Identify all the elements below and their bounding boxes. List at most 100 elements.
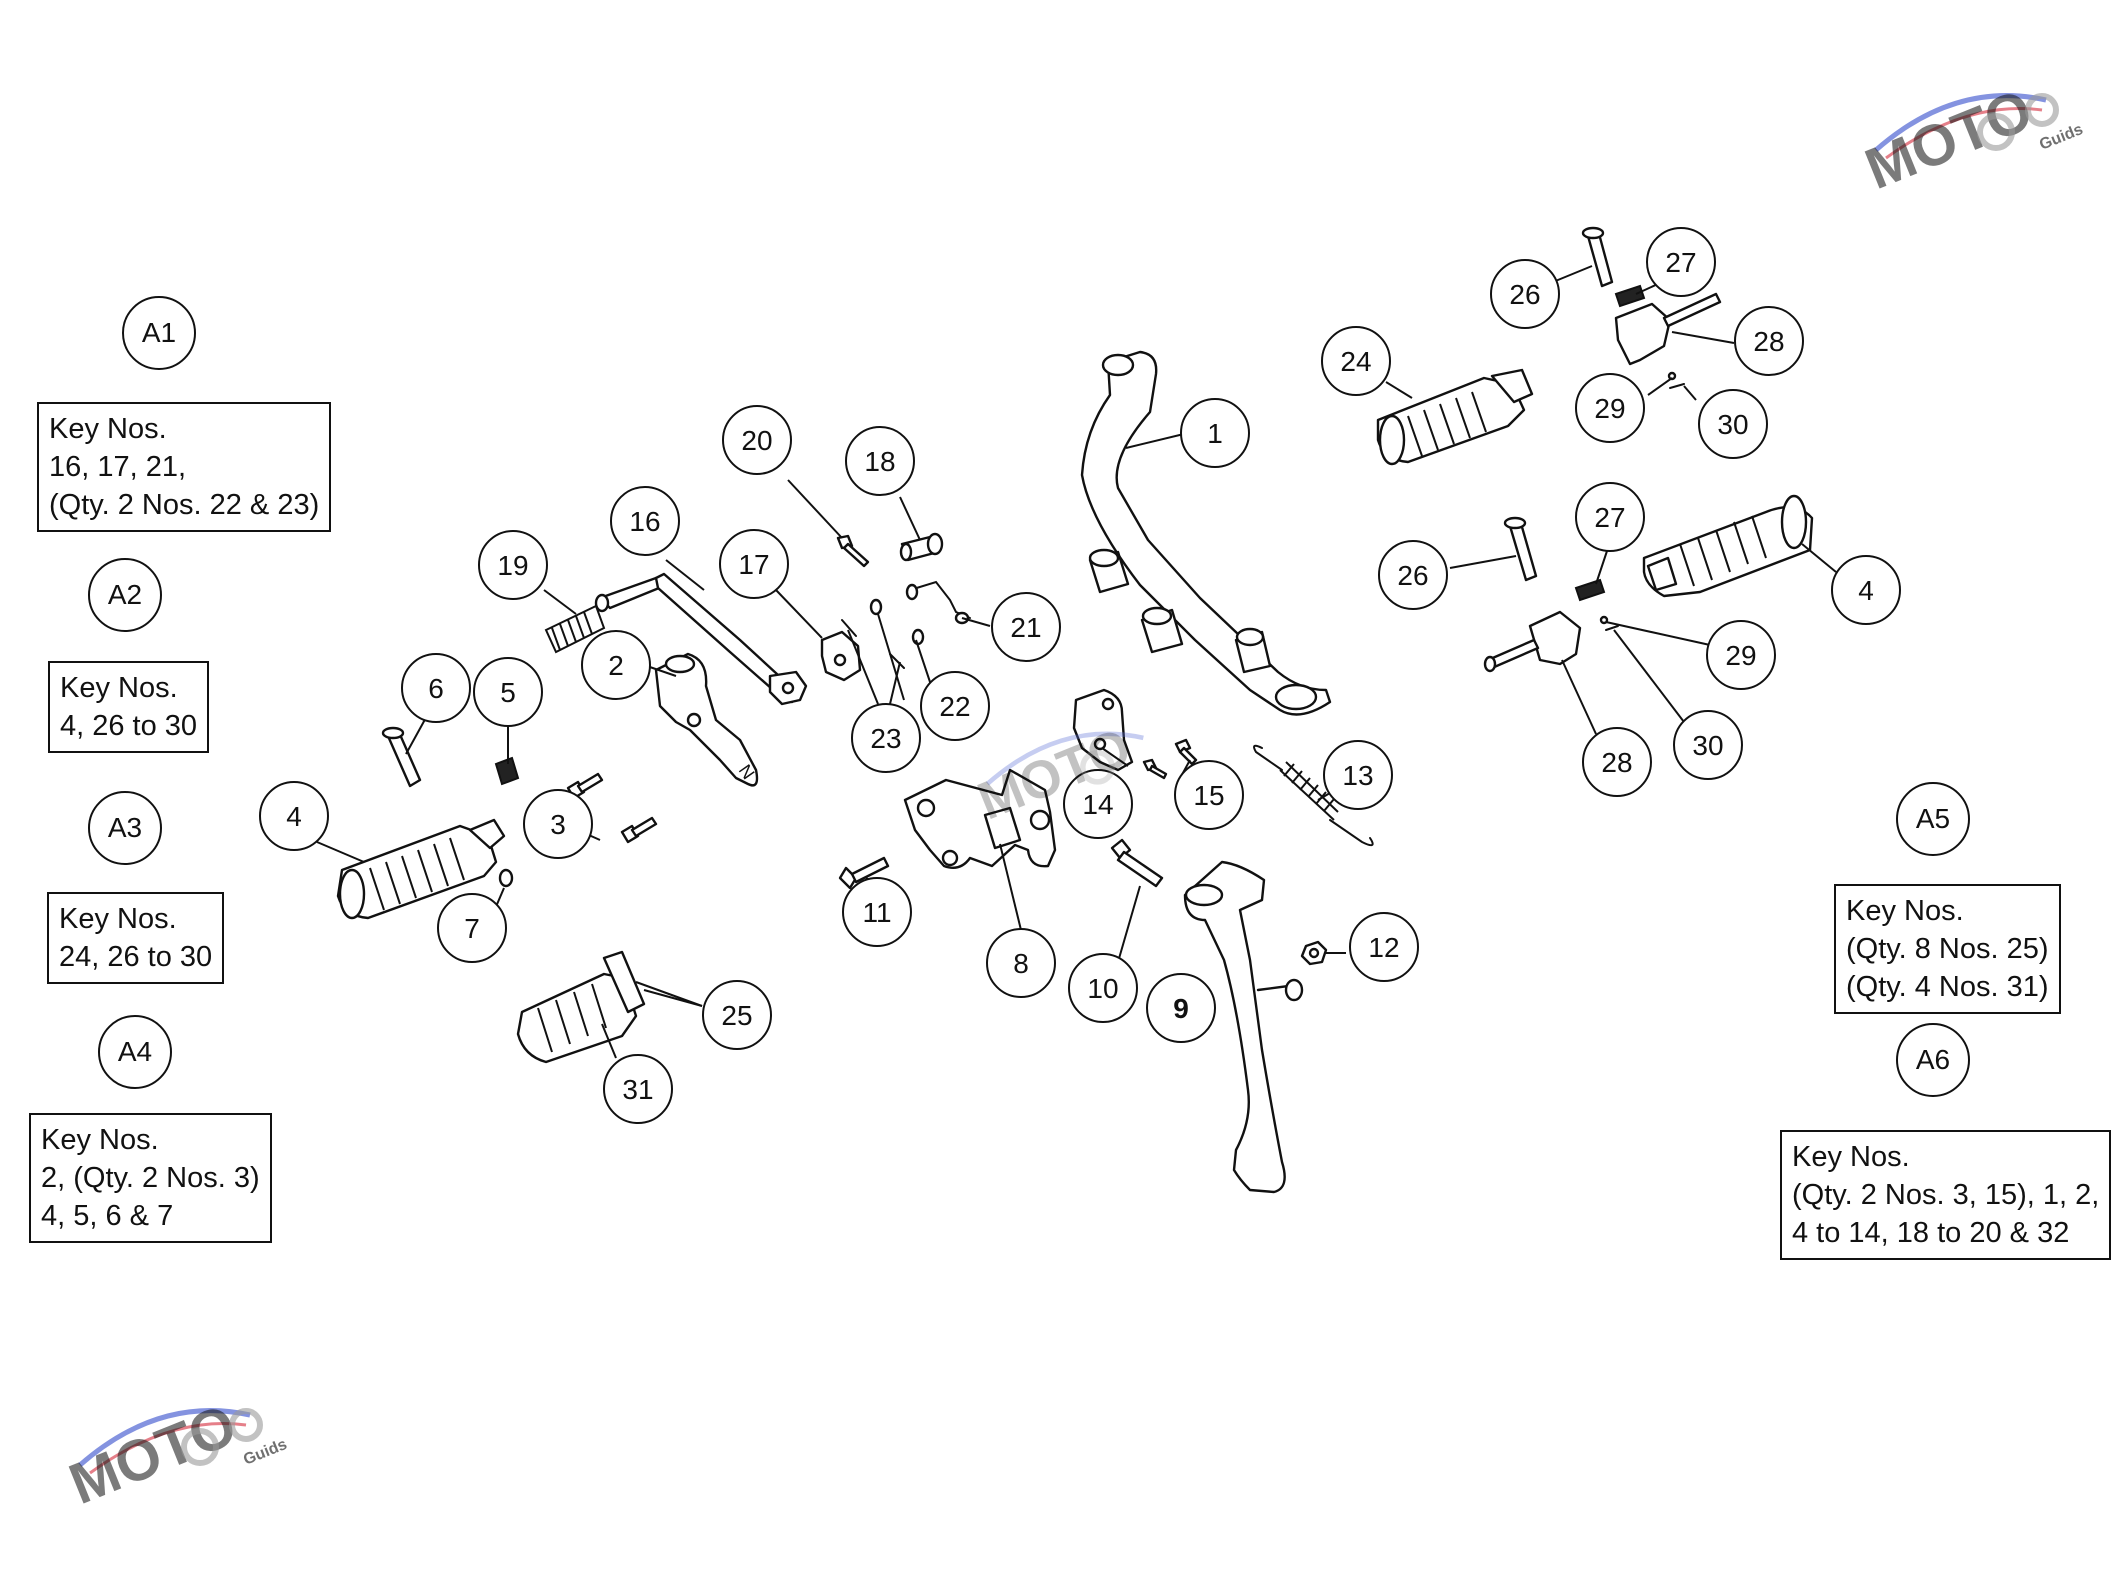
callout-circle: [1146, 973, 1216, 1043]
callout-number: 31: [622, 1074, 653, 1105]
callout-4: 4: [1831, 555, 1901, 625]
callout-number: 26: [1509, 279, 1540, 310]
watermark-logo-center: MOTO: [970, 717, 1144, 832]
kit-a5-line: (Qty. 4 Nos. 31): [1846, 971, 2049, 1003]
callout-circle: [401, 653, 471, 723]
callout-circle: [1180, 398, 1250, 468]
callout-circle: [478, 530, 548, 600]
kit-a5-line: Key Nos.: [1846, 895, 1964, 927]
kit-a4-badge: A4: [98, 1015, 172, 1089]
callout-7: 7: [437, 893, 507, 963]
callout-14: 14: [1063, 769, 1133, 839]
callout-9: 9: [1146, 973, 1216, 1043]
callout-27: 27: [1575, 482, 1645, 552]
kit-a3-line: 24, 26 to 30: [59, 941, 213, 973]
callout-number: 12: [1368, 932, 1399, 963]
callout-circle: [603, 1054, 673, 1124]
kit-a6-line: Key Nos.: [1792, 1141, 1910, 1173]
callout-26: 26: [1490, 259, 1560, 329]
callout-circle: [991, 592, 1061, 662]
callout-number: 13: [1342, 760, 1373, 791]
callout-circle: [1734, 306, 1804, 376]
callout-circle: [1490, 259, 1560, 329]
part-30-clip-drawing: [1605, 383, 1685, 631]
watermark-text: MOTO: [61, 1392, 246, 1517]
callout-circle: [719, 529, 789, 599]
callout-number: 10: [1087, 973, 1118, 1004]
callout-4: 4: [259, 781, 329, 851]
callout-circle: [1575, 482, 1645, 552]
callout-number: 9: [1173, 993, 1189, 1024]
kit-a2-line: 4, 26 to 30: [60, 710, 198, 742]
callout-number: 30: [1692, 730, 1723, 761]
callout-circle: [523, 789, 593, 859]
part-4-footpeg-drawing: [336, 818, 506, 920]
callout-circle: [1706, 620, 1776, 690]
callout-circle: [473, 657, 543, 727]
callout-21: 21: [991, 592, 1061, 662]
kit-a6-line: 4 to 14, 18 to 20 & 32: [1792, 1217, 2070, 1249]
callout-24: 24: [1321, 326, 1391, 396]
part-19-spring-drawing: [544, 604, 606, 654]
part-28-bracket-drawing: [1483, 292, 1722, 673]
callout-5: 5: [473, 657, 543, 727]
kit-a1-line: Key Nos.: [49, 413, 167, 445]
callout-26: 26: [1378, 540, 1448, 610]
part-2-bracket-drawing: N: [654, 652, 759, 787]
part-25-rubber-drawing: [516, 950, 646, 1064]
kit-a5-line: (Qty. 8 Nos. 25): [1846, 933, 2049, 965]
callout-16: 16: [610, 486, 680, 556]
callout-circle: [437, 893, 507, 963]
part-6-pin-drawing: [381, 726, 422, 788]
callout-number: 11: [862, 897, 891, 928]
part-1-frame-drawing: [1080, 350, 1332, 716]
callout-30: 30: [1673, 710, 1743, 780]
callout-number: 6: [428, 673, 444, 704]
callout-number: 26: [1397, 560, 1428, 591]
callout-28: 28: [1734, 306, 1804, 376]
callout-circle: [1063, 769, 1133, 839]
watermark-text: MOTO: [970, 717, 1139, 831]
callout-number: 24: [1340, 346, 1371, 377]
kit-a4-line: Key Nos.: [41, 1124, 159, 1156]
callout-20: 20: [722, 405, 792, 475]
callout-circle: [581, 630, 651, 700]
callout-29: 29: [1706, 620, 1776, 690]
callout-circle: [1378, 540, 1448, 610]
callout-3: 3: [523, 789, 593, 859]
callout-number: 3: [550, 809, 566, 840]
leader-lines: [316, 265, 1837, 1059]
part-17-clamp-drawing: [820, 630, 862, 682]
callout-number: 7: [464, 913, 480, 944]
kit-a3-line: Key Nos.: [59, 903, 177, 935]
kit-a6-badge: A6: [1896, 1023, 1970, 1097]
callout-circle: [1575, 373, 1645, 443]
callout-number: 4: [286, 801, 302, 832]
part-8-bracket-drawing: [903, 768, 1057, 869]
callout-number: 18: [864, 446, 895, 477]
callout-29: 29: [1575, 373, 1645, 443]
callout-circle: [845, 426, 915, 496]
callout-circle: [702, 980, 772, 1050]
callout-23: 23: [851, 703, 921, 773]
callout-circle: [1349, 912, 1419, 982]
callout-22: 22: [920, 671, 990, 741]
watermark-logo-top-right: MOTO Guids: [1857, 77, 2086, 202]
part-23-cotter-pin-drawing: [841, 619, 905, 669]
callout-number: 17: [738, 549, 769, 580]
kit-a5-box: Key Nos. (Qty. 8 Nos. 25) (Qty. 4 Nos. 3…: [1834, 884, 2061, 1014]
callout-circle: [851, 703, 921, 773]
callout-number: 30: [1717, 409, 1748, 440]
callout-circle: [920, 671, 990, 741]
part-7-washer-drawing: [498, 868, 514, 888]
callout-27: 27: [1646, 227, 1716, 297]
callout-number: 14: [1082, 789, 1113, 820]
callout-31: 31: [603, 1054, 673, 1124]
part-20-bolt-drawing: [836, 534, 870, 568]
callout-19: 19: [478, 530, 548, 600]
callout-2: 2: [581, 630, 651, 700]
part-5-spring-drawing: [494, 756, 520, 786]
part-13-spring-drawing: [1253, 744, 1374, 847]
